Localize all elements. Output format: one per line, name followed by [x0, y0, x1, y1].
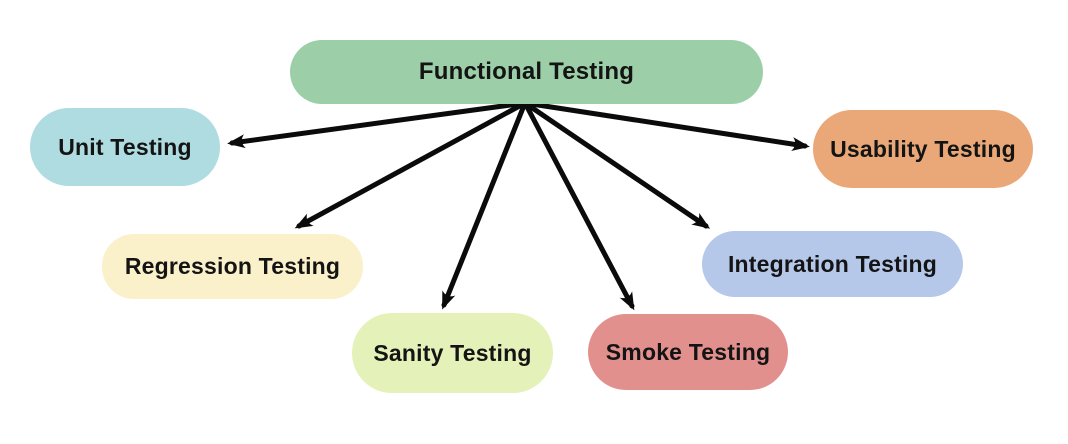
- node-functional-testing-label: Functional Testing: [418, 58, 635, 85]
- node-unit-testing: Unit Testing: [30, 108, 220, 186]
- node-integration-testing: Integration Testing: [702, 231, 963, 297]
- arrow-functional-to-integration-testing: [522, 100, 711, 229]
- node-regression-testing: Regression Testing: [102, 234, 363, 299]
- node-sanity-testing: Sanity Testing: [352, 313, 553, 393]
- node-smoke-testing-label: Smoke Testing: [605, 338, 771, 365]
- arrow-functional-to-unit-testing: [227, 100, 528, 149]
- node-sanity-testing-label: Sanity Testing: [373, 339, 532, 366]
- node-usability-testing-label: Usability Testing: [830, 135, 1016, 162]
- node-functional-testing: Functional Testing: [290, 40, 763, 104]
- node-usability-testing: Usability Testing: [813, 110, 1033, 188]
- arrow-functional-to-sanity-testing: [441, 100, 528, 310]
- arrow-functional-to-regression-testing: [294, 100, 528, 229]
- node-integration-testing-label: Integration Testing: [727, 250, 938, 277]
- arrow-functional-to-usability-testing: [522, 100, 810, 151]
- node-unit-testing-label: Unit Testing: [58, 133, 192, 160]
- node-regression-testing-label: Regression Testing: [124, 253, 341, 279]
- node-smoke-testing: Smoke Testing: [588, 314, 788, 390]
- arrow-functional-to-smoke-testing: [522, 100, 635, 311]
